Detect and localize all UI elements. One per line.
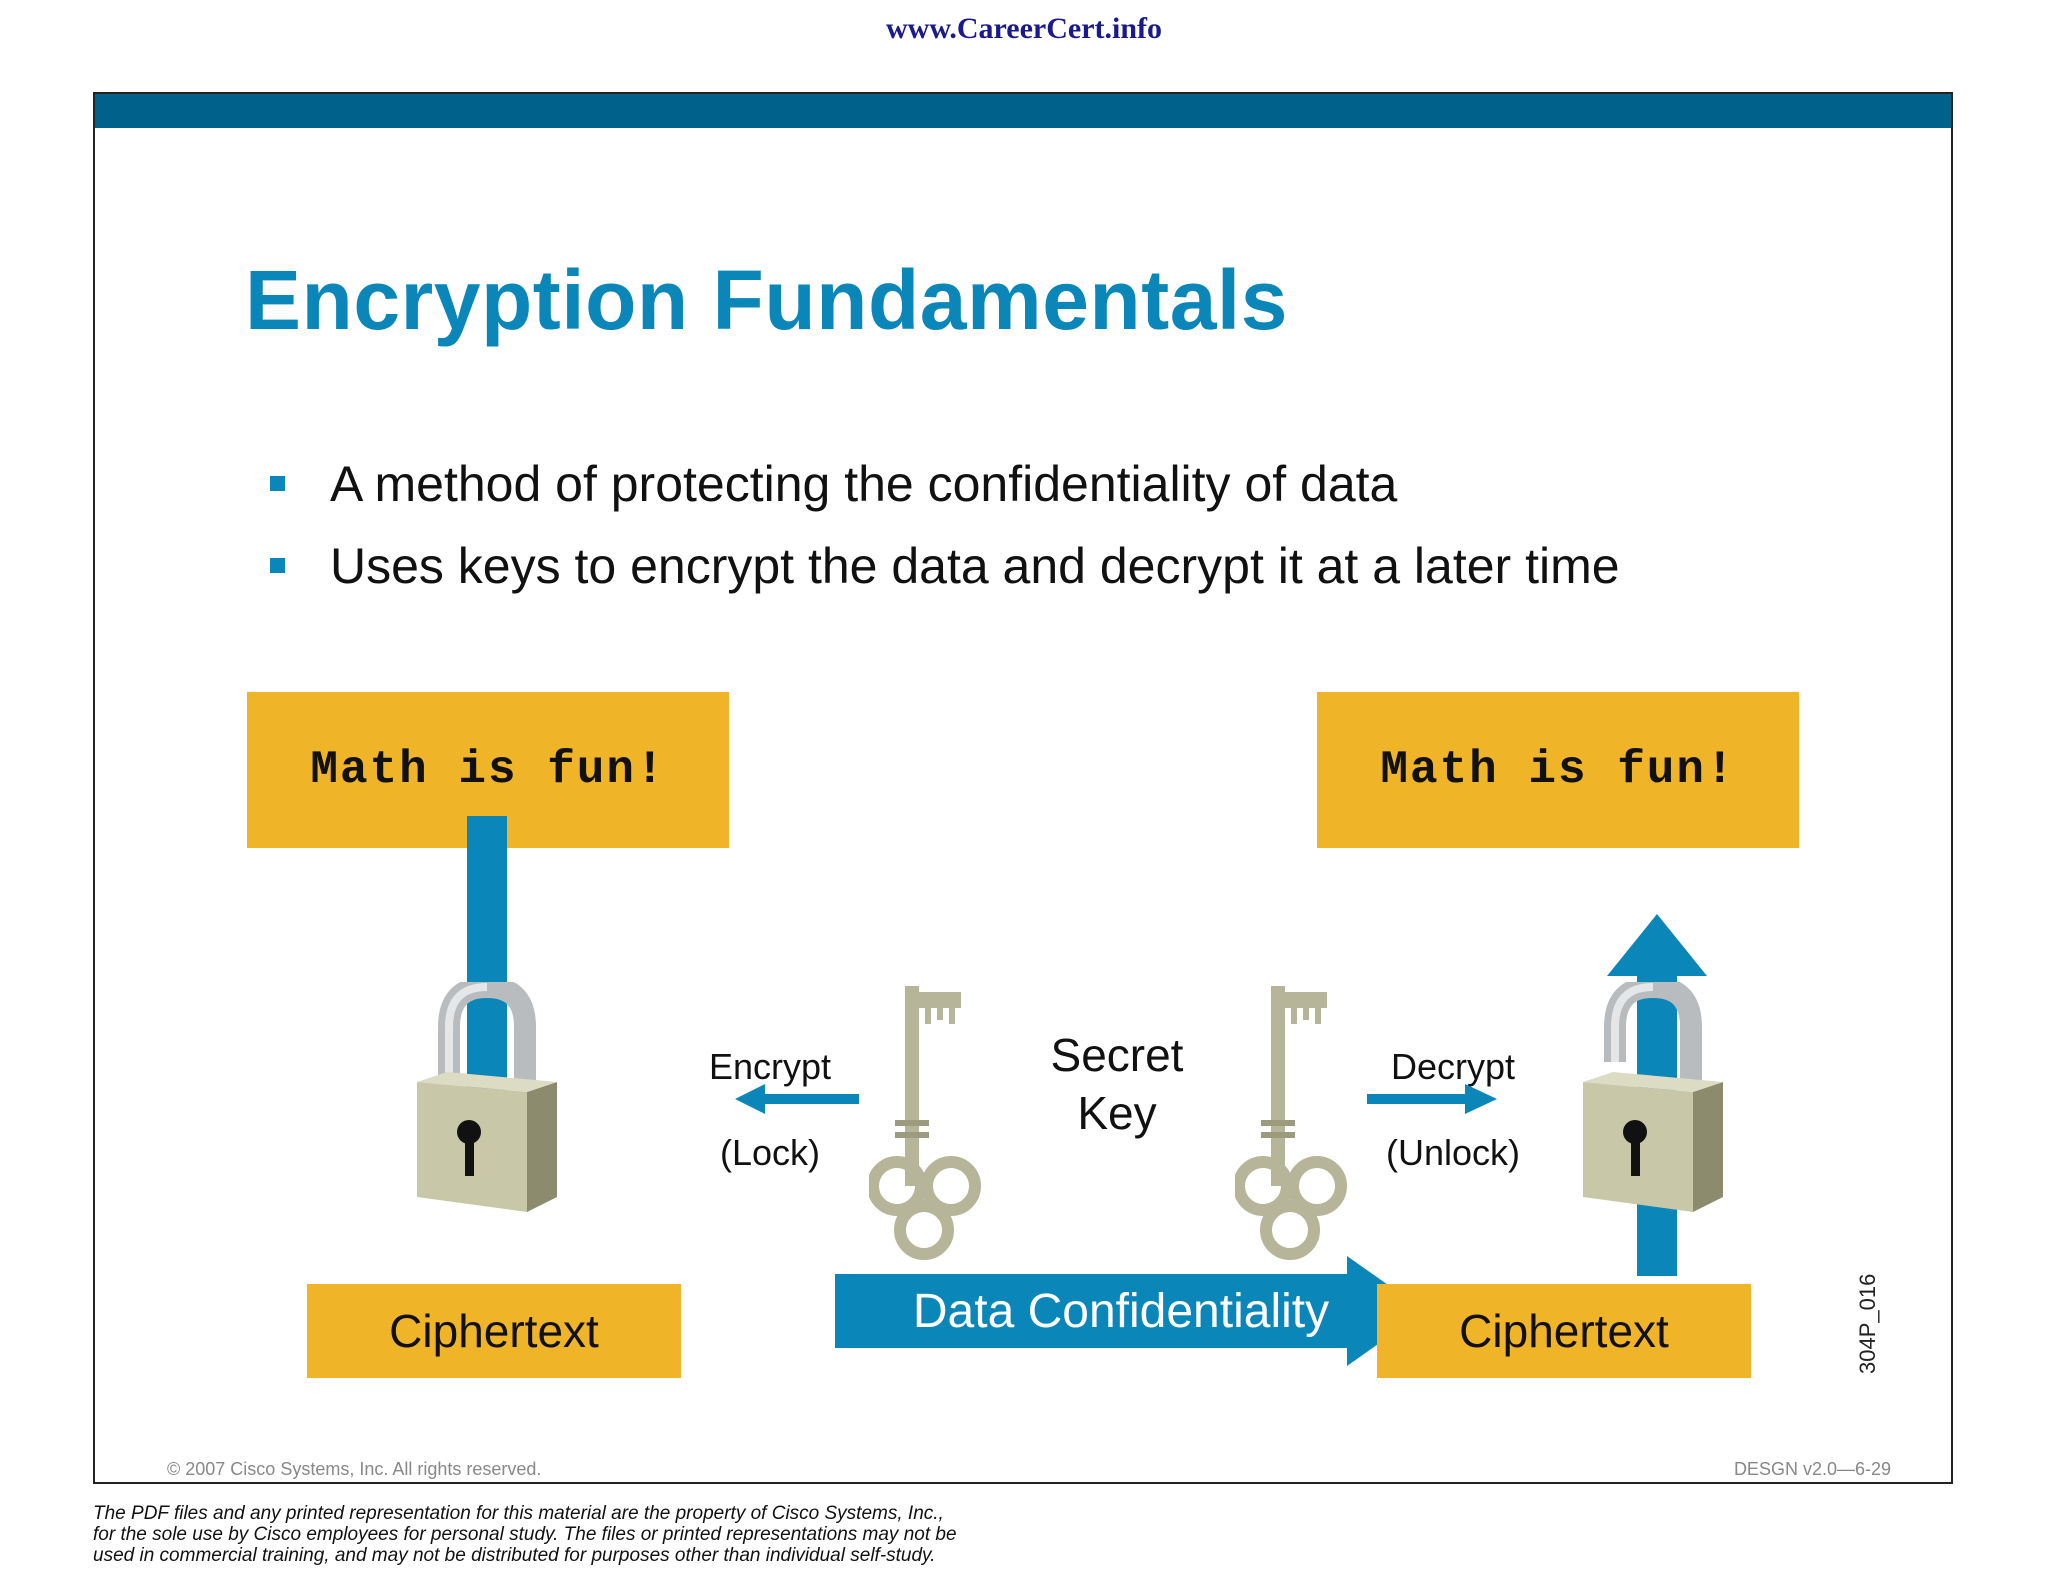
padlock-closed-icon [417,982,557,1212]
disclaimer-line: for the sole use by Cisco employees for … [93,1524,957,1545]
slide-title: Encryption Fundamentals [245,253,1288,347]
slide: Encryption Fundamentals A method of prot… [93,92,1953,1484]
encryption-diagram: Math is fun! Ciphertext Encrypt (Lock) [247,692,1880,1392]
bullet-text: A method of protecting the confidentiali… [330,456,1398,512]
bullet-text: Uses keys to encrypt the data and decryp… [330,538,1620,594]
secret-key-line: Secret [1050,1029,1184,1081]
big-right-arrow-icon [835,1256,1425,1366]
site-url[interactable]: www.CareerCert.info [885,12,1163,45]
ciphertext-box-left: Ciphertext [307,1284,681,1378]
data-confidentiality-label: Data Confidentiality [912,1284,1330,1338]
bullet-square-icon [270,558,285,573]
key-icon [1235,986,1347,1260]
secret-key-line: Key [1077,1087,1157,1139]
slide-header-bar [95,94,1951,128]
unlock-label: (Unlock) [1385,1132,1520,1173]
disclaimer-line: used in commercial training, and may not… [93,1545,936,1566]
secret-key-label: Secret Key [1017,1026,1217,1142]
plaintext-text: Math is fun! [310,744,666,796]
disclaimer-line: The PDF files and any printed representa… [93,1503,944,1524]
decrypt-label: Decrypt [1390,1046,1516,1087]
data-confidentiality-arrow: Data Confidentiality [835,1256,1425,1366]
lock-label: (Lock) [719,1132,821,1173]
key-icon [869,986,981,1260]
disclaimer: The PDF files and any printed representa… [93,1503,1073,1566]
bullet-item: Uses keys to encrypt the data and decryp… [270,536,1620,618]
plaintext-box-right: Math is fun! [1317,692,1799,848]
ciphertext-text: Ciphertext [1459,1305,1669,1357]
left-arrow-icon [735,1084,859,1114]
padlock-open-icon [1583,982,1723,1212]
figure-id: 304P_016 [1855,1273,1880,1374]
right-arrow-icon [1367,1084,1497,1114]
bullet-item: A method of protecting the confidentiali… [270,454,1620,536]
encrypt-label: Encrypt [708,1046,832,1087]
ciphertext-box-right: Ciphertext [1377,1284,1751,1378]
bullet-list: A method of protecting the confidentiali… [270,454,1620,618]
slide-code: DESGN v2.0—6-29 [1733,1459,1891,1479]
plaintext-text: Math is fun! [1380,744,1736,796]
ciphertext-text: Ciphertext [389,1305,599,1357]
bullet-square-icon [270,476,285,491]
copyright: © 2007 Cisco Systems, Inc. All rights re… [167,1459,542,1479]
